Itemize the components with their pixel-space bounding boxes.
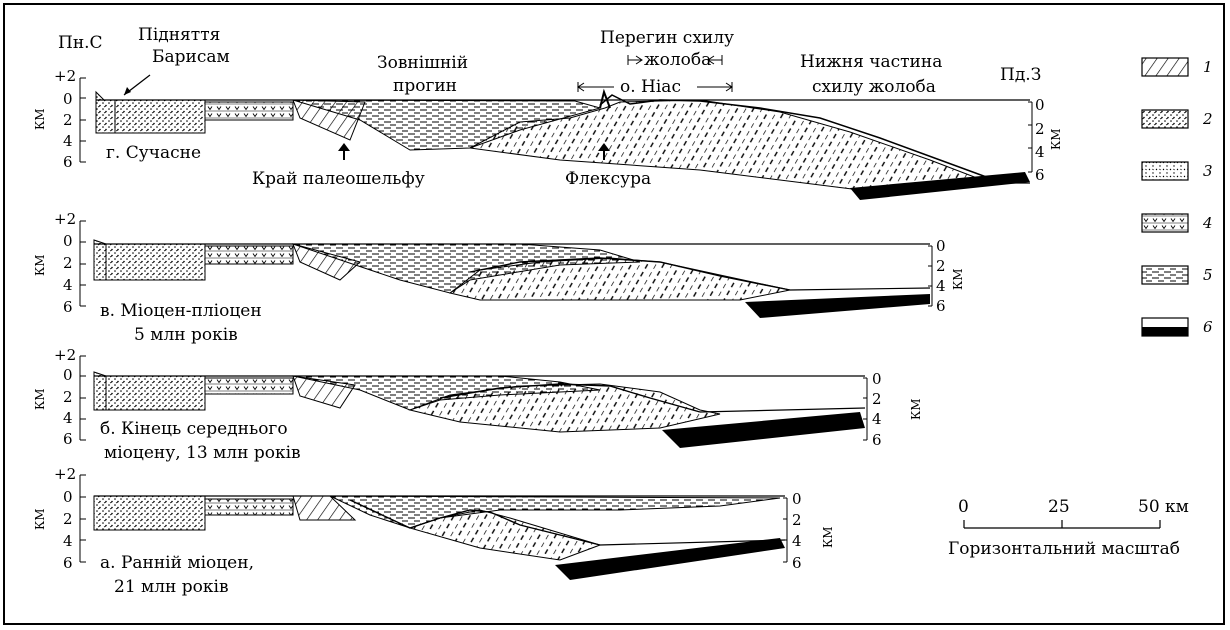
- caption-c-line2: 5 млн років: [134, 325, 238, 345]
- outer-basin-label-1: Зовнішній: [377, 53, 468, 73]
- caption-b-line2: міоцену, 13 млн років: [104, 443, 301, 463]
- right-depth-scale: 0 2 4 6 КМ: [928, 237, 965, 315]
- svg-text:5: 5: [1203, 266, 1213, 284]
- svg-text:3: 3: [1203, 162, 1213, 180]
- svg-text:КМ: КМ: [951, 268, 965, 290]
- svg-text:4: 4: [872, 410, 882, 428]
- lower-slope-label-1: Нижня частина: [800, 52, 942, 72]
- barisan-label-2: Барисам: [152, 47, 230, 67]
- svg-text:2: 2: [63, 388, 73, 406]
- svg-text:КМ: КМ: [821, 526, 835, 548]
- svg-text:КМ: КМ: [33, 108, 47, 130]
- left-depth-scale: +2 0 2 4 6 КМ: [33, 465, 86, 572]
- scale-tick-50: 50 км: [1138, 497, 1189, 517]
- svg-text:0: 0: [872, 370, 882, 388]
- svg-text:4: 4: [63, 532, 73, 550]
- svg-text:0: 0: [936, 237, 946, 255]
- slope-break-label-1: Перегин схилу: [600, 28, 734, 48]
- legend-item-2: 2: [1142, 110, 1213, 128]
- section-c-miocene-pliocene: +2 0 2 4 6 КМ 0 2 4 6 КМ: [33, 210, 965, 345]
- left-depth-scale: +2 0 2 4 6 КМ: [33, 67, 86, 171]
- svg-text:2: 2: [1202, 110, 1213, 128]
- caption-a-line2: 21 млн років: [114, 577, 229, 597]
- svg-text:4: 4: [63, 132, 73, 150]
- svg-text:2: 2: [63, 254, 73, 272]
- svg-text:4: 4: [1035, 143, 1045, 161]
- svg-text:4: 4: [63, 409, 73, 427]
- caption-b-line1: б. Кінець середнього: [100, 419, 288, 439]
- paleoshelf-edge-label: Край палеошельфу: [252, 169, 425, 189]
- scale-tick-25: 25: [1048, 497, 1070, 517]
- svg-text:КМ: КМ: [33, 508, 47, 530]
- outer-basin-label-2: прогин: [393, 76, 457, 96]
- svg-text:+2: +2: [54, 465, 76, 483]
- legend: 1 2 3 4 5 6: [1142, 58, 1213, 336]
- svg-text:6: 6: [792, 554, 802, 572]
- svg-text:6: 6: [63, 554, 73, 572]
- svg-text:6: 6: [872, 431, 882, 449]
- svg-text:2: 2: [936, 257, 946, 275]
- svg-text:6: 6: [936, 297, 946, 315]
- horizontal-scale: 0 25 50 км Горизонтальний масштаб: [948, 497, 1189, 559]
- lower-slope-label-2: схилу жолоба: [812, 77, 936, 97]
- svg-text:6: 6: [1035, 166, 1045, 184]
- svg-text:4: 4: [63, 276, 73, 294]
- svg-text:2: 2: [63, 111, 73, 129]
- flexure-label: Флексура: [565, 169, 651, 189]
- section-a-early-miocene: +2 0 2 4 6 КМ 0 2 4 6 КМ а.: [33, 465, 835, 597]
- svg-text:0: 0: [1035, 96, 1045, 114]
- nias-label: о. Ніас: [620, 77, 681, 97]
- svg-text:2: 2: [63, 510, 73, 528]
- slope-break-label-2: жолоба: [644, 50, 711, 70]
- barisan-label-1: Підняття: [138, 25, 220, 45]
- left-depth-scale: +2 0 2 4 6 КМ: [33, 210, 86, 316]
- left-depth-scale: +2 0 2 4 6 КМ: [33, 346, 86, 448]
- svg-text:КМ: КМ: [1049, 128, 1063, 150]
- svg-text:6: 6: [63, 153, 73, 171]
- svg-text:2: 2: [1035, 120, 1045, 138]
- caption-a-line1: а. Ранній міоцен,: [100, 553, 254, 573]
- svg-text:0: 0: [792, 490, 802, 508]
- section-present: Пн.С +2 0 2 4 6 КМ 0: [33, 25, 1063, 200]
- legend-item-1: 1: [1142, 58, 1213, 76]
- right-depth-scale: 0 2 4 6 КМ: [1028, 96, 1063, 184]
- svg-text:6: 6: [1203, 318, 1213, 336]
- svg-text:2: 2: [792, 511, 802, 529]
- right-depth-scale: 0 2 4 6 КМ: [863, 370, 923, 449]
- svg-text:+2: +2: [54, 210, 76, 228]
- svg-text:2: 2: [872, 390, 882, 408]
- svg-text:0: 0: [63, 488, 73, 506]
- svg-text:0: 0: [63, 90, 73, 108]
- svg-text:+2: +2: [54, 346, 76, 364]
- svg-text:1: 1: [1203, 58, 1213, 76]
- right-depth-scale: 0 2 4 6 КМ: [783, 490, 835, 572]
- svg-text:4: 4: [792, 532, 802, 550]
- svg-text:0: 0: [63, 232, 73, 250]
- svg-text:КМ: КМ: [33, 388, 47, 410]
- caption-c-line1: в. Міоцен-пліоцен: [100, 301, 262, 321]
- svg-text:КМ: КМ: [33, 254, 47, 276]
- svg-text:КМ: КМ: [909, 398, 923, 420]
- svg-text:6: 6: [63, 298, 73, 316]
- right-header-south-west: Пд.З: [1000, 65, 1041, 85]
- svg-text:+2: +2: [54, 67, 76, 85]
- svg-text:4: 4: [1202, 214, 1213, 232]
- left-header-north-east: Пн.С: [58, 33, 103, 53]
- svg-text:6: 6: [63, 430, 73, 448]
- section-b-late-middle-miocene: +2 0 2 4 6 КМ 0 2 4 6 КМ: [33, 346, 923, 463]
- svg-text:0: 0: [63, 366, 73, 384]
- caption-present: г. Сучасне: [106, 143, 201, 163]
- scale-tick-0: 0: [958, 497, 969, 517]
- legend-item-5: 5: [1142, 266, 1213, 284]
- legend-item-6: 6: [1142, 318, 1213, 336]
- legend-item-4: 4: [1142, 214, 1213, 232]
- svg-text:4: 4: [936, 277, 946, 295]
- horizontal-scale-label: Горизонтальний масштаб: [948, 539, 1180, 559]
- legend-item-3: 3: [1142, 162, 1213, 180]
